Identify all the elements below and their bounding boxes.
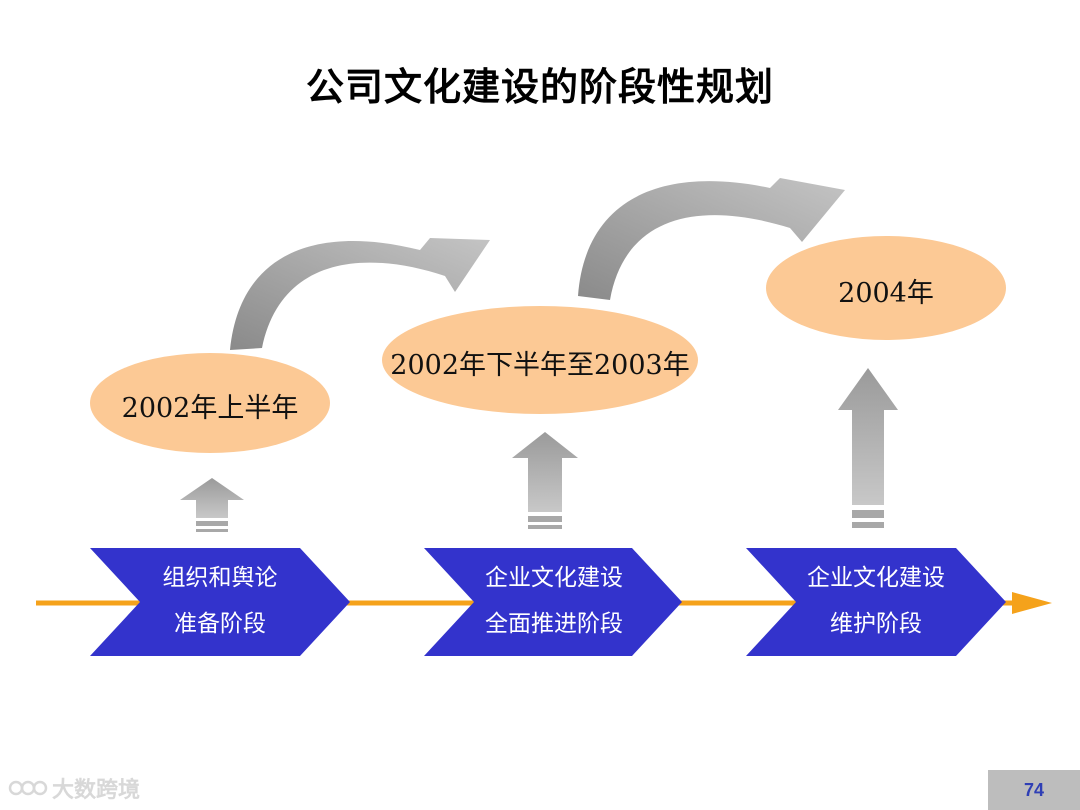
timeline-arrowhead [1012,592,1052,614]
curved-arrow-1 [230,238,490,350]
stage-3-label-line2: 维护阶段 [830,611,922,638]
watermark: 大数跨境 [8,772,140,804]
watermark-text: 大数跨境 [52,778,141,803]
stage-2-label-line1: 企业文化建设 [485,565,623,591]
stage-3-label: 企业文化建设 维护阶段 [776,562,976,640]
stage-1-label-line2: 准备阶段 [174,611,266,638]
watermark-logo-icon [8,780,48,796]
stage-3-ellipse [766,236,1006,340]
stage-1-ellipse [90,353,330,453]
up-arrow-1 [180,478,244,532]
stage-2-label: 企业文化建设 全面推进阶段 [454,562,654,640]
up-arrow-2 [512,432,578,529]
stage-2-time: 2002年下半年至2003年 [390,350,690,381]
stage-3-chevron [746,548,1006,656]
stage-1-time: 2002年上半年 [121,393,299,424]
stage-3-time: 2004年 [838,278,934,309]
stage-2-ellipse [382,306,698,414]
stage-3-label-line1: 企业文化建设 [807,565,945,591]
stage-1-chevron [90,548,350,656]
stage-2-label-line2: 全面推进阶段 [485,611,623,638]
up-arrow-3 [838,368,898,528]
stage-2-chevron [424,548,682,656]
page-number: 74 [988,770,1080,810]
stage-1-label-line1: 组织和舆论 [162,565,278,591]
stage-1-label: 组织和舆论 准备阶段 [120,562,320,640]
curved-arrow-2 [578,178,845,300]
page-title: 公司文化建设的阶段性规划 [305,65,774,109]
